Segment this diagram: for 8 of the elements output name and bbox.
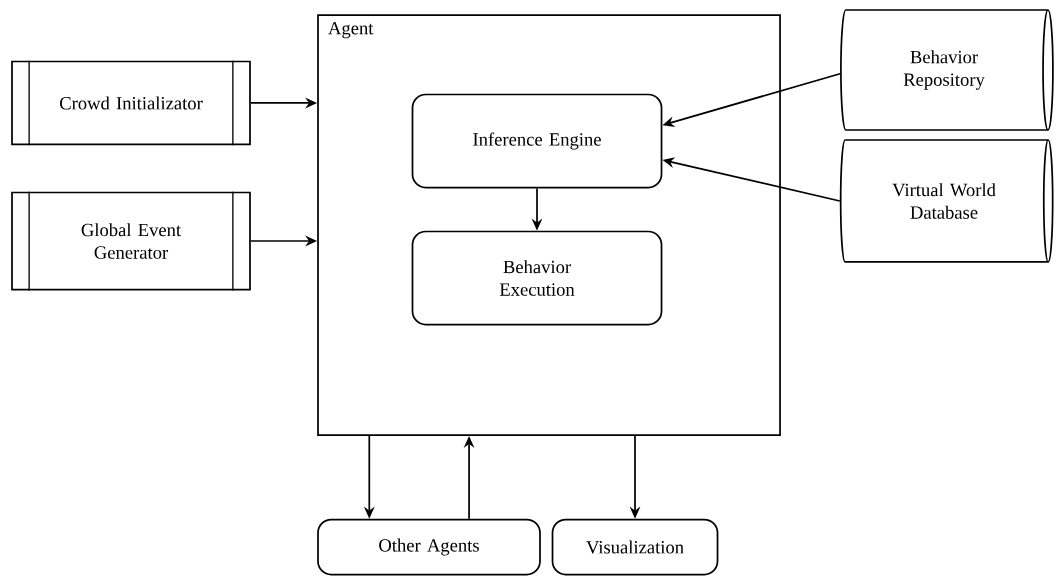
rounded-box: Behavior Execution <box>411 230 663 326</box>
database-cylinder: Virtual World Database <box>839 139 1054 263</box>
process-box: Crowd Initializator <box>11 59 251 146</box>
process-box: Global Event Generator <box>11 190 251 292</box>
rounded-box: Inference Engine <box>411 93 663 189</box>
database-cylinder: Behavior Repository <box>840 9 1054 131</box>
rounded-box: Other Agents <box>317 518 541 576</box>
rounded-box: Visualization <box>551 518 719 576</box>
